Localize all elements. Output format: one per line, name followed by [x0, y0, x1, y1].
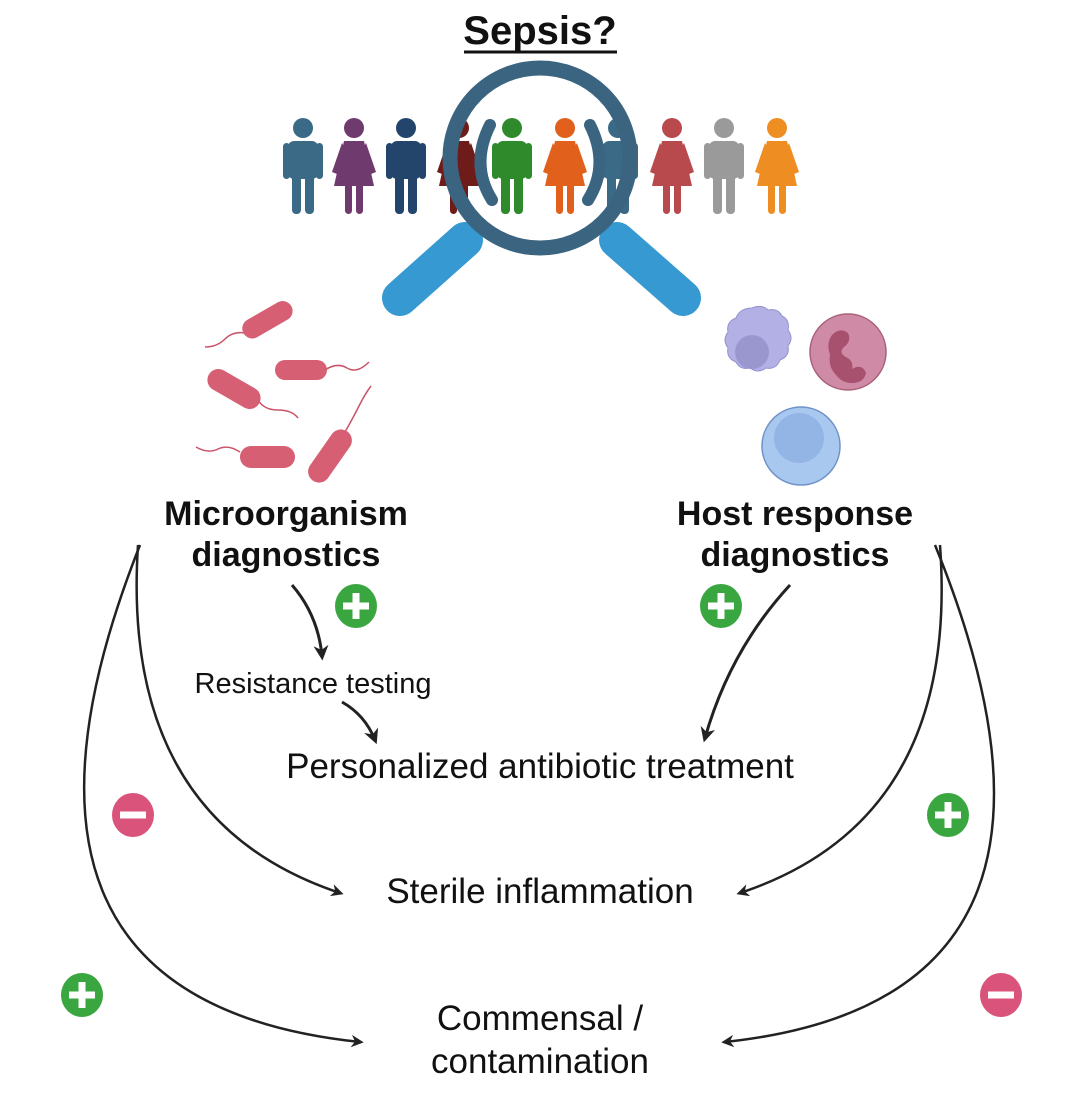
arrow-micro-to-commensal	[82, 544, 364, 1048]
plus-icon	[927, 793, 969, 837]
bacterium	[195, 446, 295, 468]
microorganism-heading-line2: diagnostics	[192, 536, 381, 574]
magnifier-handle-right	[599, 222, 701, 316]
macrophage-icon	[724, 305, 792, 372]
arrow-resistance-to-treatment	[341, 700, 379, 745]
female-person-icon	[332, 118, 376, 214]
lymphocyte-icon	[761, 406, 841, 486]
male-person-icon	[492, 118, 532, 214]
sign-badges	[61, 584, 1022, 1017]
resistance-testing-label: Resistance testing	[195, 668, 432, 700]
plus-icon	[335, 584, 377, 628]
magnifier-lens	[442, 60, 638, 256]
arrow-host-to-sterile	[736, 544, 943, 897]
host-response-heading-line2: diagnostics	[701, 536, 890, 574]
plus-icon	[700, 584, 742, 628]
commensal-label-line2: contamination	[431, 1042, 649, 1081]
arrow-host-to-treatment	[700, 583, 792, 743]
female-person-icon	[755, 118, 799, 214]
minus-icon	[980, 973, 1022, 1017]
title: Sepsis?	[463, 9, 616, 53]
bacterium	[308, 385, 372, 483]
microorganism-heading-line1: Microorganism	[164, 495, 408, 533]
bacterium	[207, 369, 299, 419]
commensal-label-line1: Commensal /	[437, 999, 643, 1038]
bacterium	[275, 360, 370, 380]
lens-glint-right	[582, 119, 606, 206]
magnifier-handle-left	[382, 222, 483, 316]
personalized-treatment-label: Personalized antibiotic treatment	[286, 747, 794, 786]
host-response-heading-line1: Host response	[677, 495, 913, 533]
female-person-icon	[543, 118, 587, 214]
arrow-host-to-commensal	[721, 544, 996, 1048]
plus-icon	[61, 973, 103, 1017]
arrow-micro-to-resistance	[290, 584, 329, 661]
male-person-icon	[386, 118, 426, 214]
magnifying-glass-icon	[382, 60, 701, 316]
sterile-inflammation-label: Sterile inflammation	[386, 872, 693, 911]
male-person-icon	[283, 118, 323, 214]
bacteria-icon	[195, 301, 372, 483]
immune-cells-icon	[724, 305, 887, 486]
bacterium	[204, 301, 293, 348]
female-person-icon	[650, 118, 694, 214]
arrow-micro-to-sterile	[135, 544, 344, 897]
lens-glint-left	[474, 119, 498, 206]
neutrophil-icon	[809, 313, 887, 391]
people-row	[283, 118, 799, 214]
minus-icon	[112, 793, 154, 837]
arrows	[82, 544, 996, 1048]
male-person-icon	[704, 118, 744, 214]
